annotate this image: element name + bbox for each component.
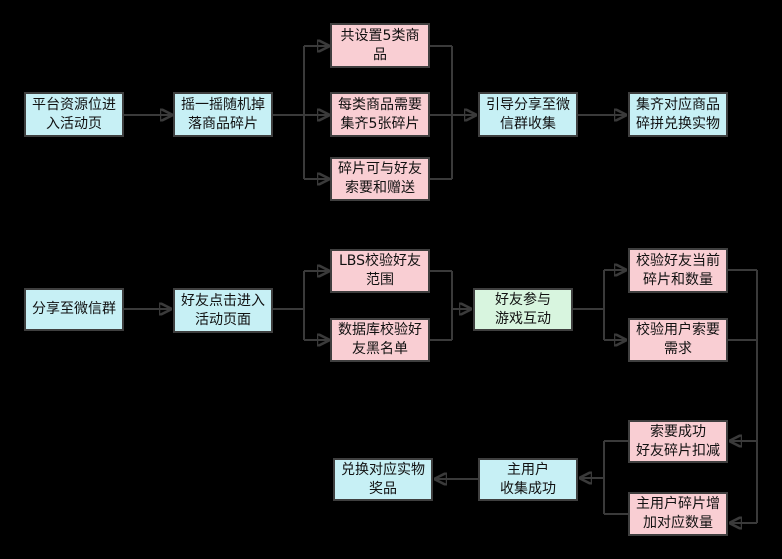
node-friend-play: 好友参与 游戏互动 — [473, 288, 573, 331]
node-redeem-prize: 兑换对应实物 奖品 — [333, 458, 433, 501]
node-check-friend-pieces: 校验好友当前 碎片和数量 — [628, 248, 728, 293]
node-five-categories: 共设置5类商 品 — [330, 23, 430, 68]
node-friend-click: 好友点击进入 活动页面 — [173, 288, 273, 333]
node-main-collect-success: 主用户 收集成功 — [478, 458, 578, 501]
node-collect-redeem: 集齐对应商品 碎拼兑换实物 — [628, 92, 728, 137]
node-piece-request-gift: 碎片可与好友 索要和赠送 — [330, 157, 430, 201]
node-share-to-group: 分享至微信群 — [24, 288, 124, 331]
node-main-pieces-increase: 主用户碎片增 加对应数量 — [628, 492, 728, 536]
node-lbs-check: LBS校验好友 范围 — [330, 249, 430, 293]
node-request-success: 索要成功 好友碎片扣减 — [628, 420, 728, 463]
node-guide-share: 引导分享至微 信群收集 — [478, 92, 578, 137]
node-check-request-need: 校验用户索要 需求 — [628, 318, 728, 362]
node-platform-entry: 平台资源位进 入活动页 — [24, 92, 124, 137]
node-shake-drop: 摇一摇随机掉 落商品碎片 — [173, 92, 273, 137]
node-five-pieces-needed: 每类商品需要 集齐5张碎片 — [330, 92, 430, 137]
node-blacklist-check: 数据库校验好 友黑名单 — [330, 318, 430, 362]
